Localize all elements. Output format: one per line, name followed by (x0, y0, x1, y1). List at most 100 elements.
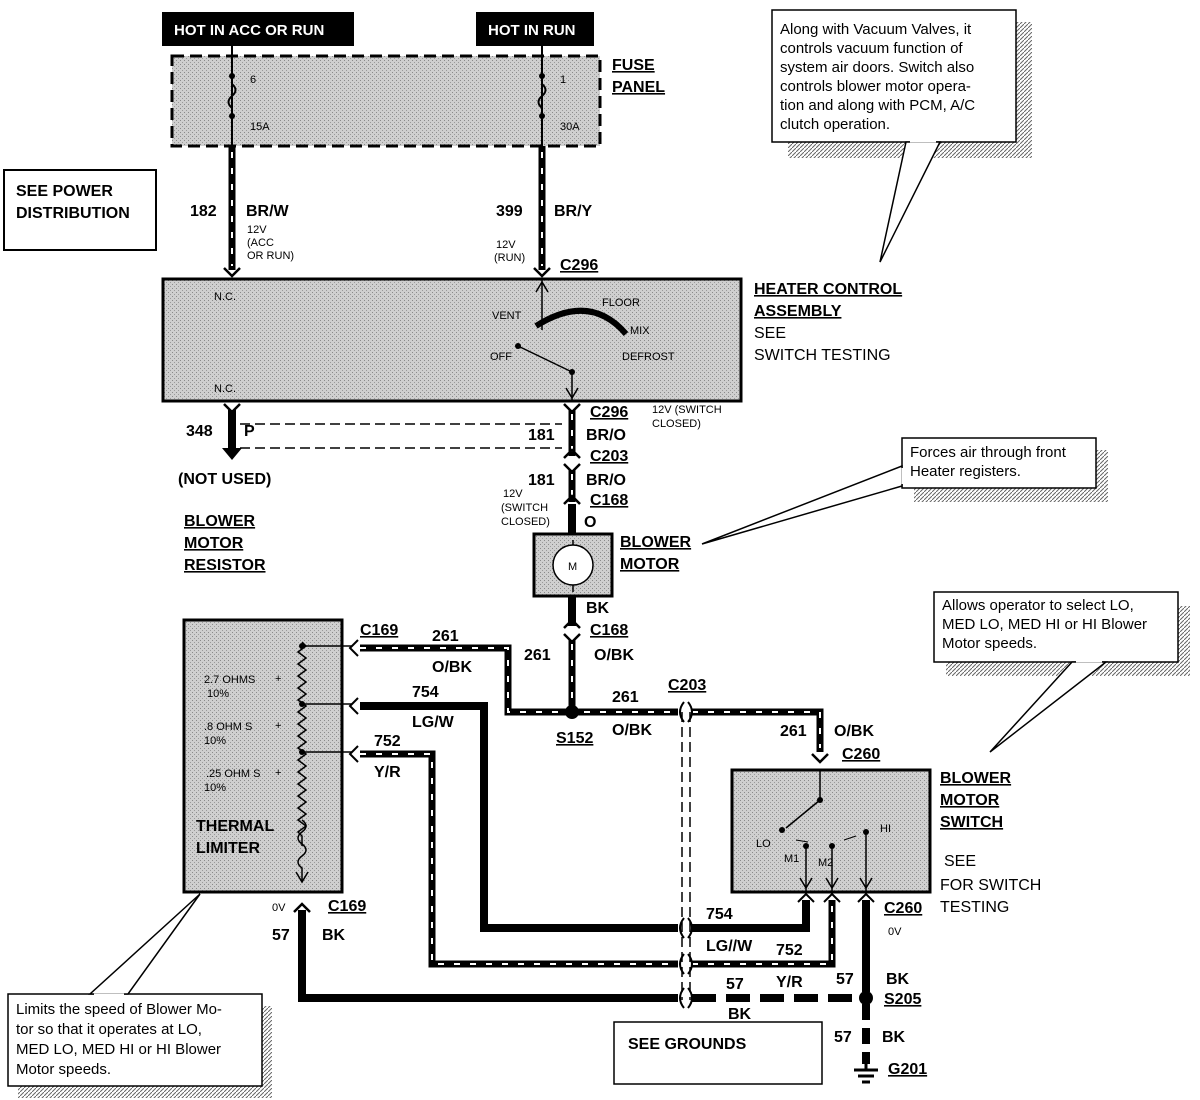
label-wires-w182-v2: (ACC (247, 237, 274, 249)
label-note-blower-0: Forces air through front (910, 444, 1067, 461)
label-wires-w57a-v: 0V (272, 902, 286, 914)
label-heater-nc2: N.C. (214, 383, 236, 395)
label-wires-w348: 348 (186, 423, 213, 440)
label-note-top-2: system air doors. Switch also (780, 59, 974, 76)
label-wires-w261a-color: O/BK (432, 659, 472, 676)
not-used-label: (NOT USED) (178, 471, 271, 488)
label-resistor-r1: 2.7 OHMS (204, 674, 255, 686)
label-heater-defrost: DEFROST (622, 351, 675, 363)
label-heater-floor: FLOOR (602, 297, 640, 309)
label-heater-off: OFF (490, 351, 512, 363)
label-wires-wBK-color: BK (586, 600, 610, 617)
label-wires-w752-color: Y/R (374, 764, 401, 781)
note-blower-motor: Forces air through front Heater register… (701, 437, 1108, 545)
label-resistor-l2: MOTOR (184, 535, 244, 552)
heater-control-title: HEATER CONTROL (754, 281, 902, 298)
label-blower-switch-m1: M1 (784, 853, 799, 865)
resistor-chain (296, 641, 308, 846)
label-note-top-3: controls blower motor opera- (780, 78, 971, 95)
c203-connector-bar (679, 701, 693, 1009)
ground-g201-symbol (854, 1064, 878, 1084)
connector-c260-bottom: C260 (884, 900, 922, 917)
label-wires-w261b: 261 (524, 647, 551, 664)
label-grounds-label: SEE GROUNDS (628, 1036, 747, 1053)
note-thermal-limiter: Limits the speed of Blower Mo- tor so th… (7, 893, 272, 1098)
splice-s205-label: S205 (884, 991, 921, 1008)
blower-motor-resistor-title: BLOWER (184, 513, 256, 530)
fuse-6-symbol (227, 83, 237, 109)
label-wires-w399-v1: 12V (496, 239, 516, 251)
blower-motor-title: BLOWER (620, 534, 692, 551)
label-wires-w181-v1: 12V (SWITCH (652, 404, 722, 416)
wire-182 (223, 146, 241, 278)
wire-348 (222, 403, 562, 460)
wire-57 (293, 900, 878, 1084)
label-note-switch-0: Allows operator to select LO, (942, 597, 1134, 614)
label-blower-switch-for-testing-l1: FOR SWITCH (940, 877, 1041, 894)
label-wires-w752: 752 (374, 733, 401, 750)
label-wires-w754b-color: LG//W (706, 938, 753, 955)
label-wires-w57b: 57 (726, 976, 744, 993)
splice-s205 (859, 991, 873, 1005)
label-note-limiter-0: Limits the speed of Blower Mo- (16, 1001, 222, 1018)
label-headers-run: HOT IN RUN (488, 22, 576, 39)
label-wires-w261a: 261 (432, 628, 459, 645)
label-power-box-l2: DISTRIBUTION (16, 205, 130, 222)
label-wires-w181b-v2: (SWITCH (501, 502, 548, 514)
fuse-1-amperage: 30A (560, 121, 580, 133)
label-wires-wO-color: O (584, 514, 596, 531)
label-wires-w182: 182 (190, 203, 217, 220)
blower-motor-resistor: 2.7 OHMS 10% .8 OHM S 10% .25 OHM S 10% … (182, 618, 352, 894)
note-blower-switch: Allows operator to select LO, MED LO, ME… (933, 591, 1190, 753)
label-blower-switch-for-testing-l2: TESTING (940, 899, 1009, 916)
label-wires-w752b-color: Y/R (776, 974, 803, 991)
see-power-distribution-box: SEE POWER DISTRIBUTION (3, 169, 157, 251)
c260-connector-pins (797, 892, 875, 903)
label-heater-nc1: N.C. (214, 291, 236, 303)
label-wires-w182-color: BR/W (246, 203, 290, 220)
label-note-switch-1: MED LO, MED HI or HI Blower (942, 616, 1147, 633)
splice-s152 (565, 705, 579, 719)
label-resistor-limiter-l2: LIMITER (196, 840, 260, 857)
header-hot-in-acc-or-run: HOT IN ACC OR RUN (162, 12, 354, 46)
label-blower-switch-l2: MOTOR (940, 792, 1000, 809)
label-wires-w754b: 754 (706, 906, 733, 923)
wire-754 (360, 702, 810, 932)
fuse-panel-title: FUSE (612, 57, 655, 74)
label-resistor-limiter-l1: THERMAL (196, 818, 274, 835)
wire-752 (360, 750, 836, 968)
label-wires-w181a: 181 (528, 427, 555, 444)
label-wires-w181a-color: BR/O (586, 427, 626, 444)
label-wires-w261b-color: O/BK (594, 647, 634, 664)
label-wires-w57d: 57 (834, 1029, 852, 1046)
connector-c168-top: C168 (590, 492, 628, 509)
connector-c169-top: C169 (360, 622, 398, 639)
label-wires-w261d: 261 (780, 723, 807, 740)
label-wires-w182-v3: OR RUN) (247, 250, 294, 262)
label-heater-vent: VENT (492, 310, 522, 322)
label-wires-w399: 399 (496, 203, 523, 220)
label-note-top-0: Along with Vacuum Valves, it (780, 21, 972, 38)
label-wires-w57c-color: BK (886, 971, 910, 988)
label-wires-w181b-v1: 12V (503, 488, 523, 500)
label-resistor-r2: .8 OHM S (204, 721, 252, 733)
label-wires-w57c: 57 (836, 971, 854, 988)
label-note-top-5: clutch operation. (780, 116, 890, 133)
label-wires-w261c: 261 (612, 689, 639, 706)
label-blower-switch-see: SEE (944, 853, 976, 870)
blower-motor-switch-title: BLOWER (940, 770, 1012, 787)
ground-g201-label: G201 (888, 1061, 927, 1078)
c169-connector-pins (348, 639, 359, 763)
label-resistor-r3-tol: 10% (204, 782, 226, 794)
label-heater-switch-testing: SWITCH TESTING (754, 347, 891, 364)
label-note-limiter-3: Motor speeds. (16, 1061, 111, 1078)
header-hot-in-run: HOT IN RUN (476, 12, 594, 46)
label-resistor-r3: .25 OHM S (206, 768, 260, 780)
label-wires-w752b: 752 (776, 942, 803, 959)
label-note-limiter-2: MED LO, MED HI or HI Blower (16, 1041, 221, 1058)
label-note-top-1: controls vacuum function of (780, 40, 963, 57)
connector-c296-top: C296 (560, 257, 598, 274)
wire-181 (563, 403, 581, 534)
label-blower-switch-l3: SWITCH (940, 814, 1003, 831)
connector-c203-top: C203 (590, 448, 628, 465)
